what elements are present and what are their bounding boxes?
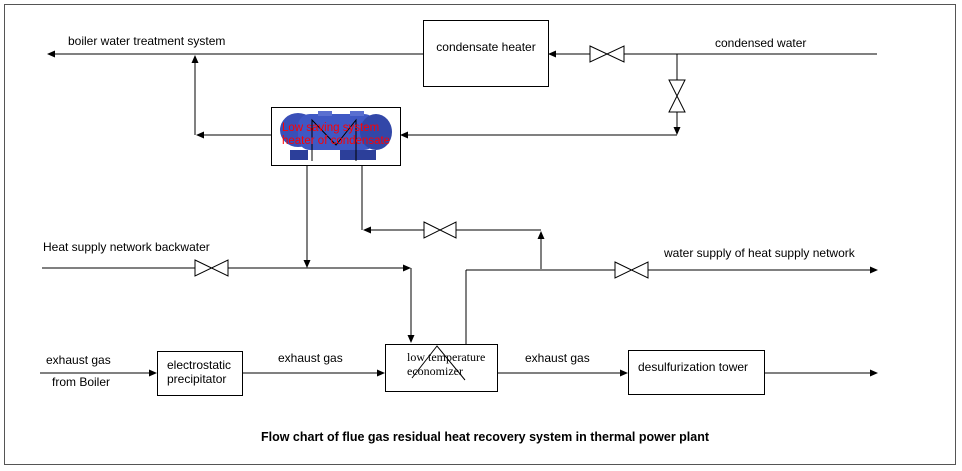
condensed-water-label: condensed water (715, 36, 806, 50)
exhaust-gas-label: exhaust gas (46, 353, 111, 367)
precipitator-label-line2: precipitator (167, 372, 226, 386)
valve-icon (614, 261, 649, 279)
economizer-coil (411, 345, 466, 381)
water-supply-label: water supply of heat supply network (663, 246, 856, 260)
from-boiler-label: from Boiler (52, 375, 110, 389)
low-saving-label-line2: heater of condensate (282, 135, 390, 147)
caption: Flow chart of flue gas residual heat rec… (261, 430, 710, 444)
condensate-heater-box (423, 20, 549, 87)
outer-border (4, 4, 956, 465)
exhaust-gas-label: exhaust gas (525, 351, 590, 365)
valve-icon (194, 259, 229, 277)
precipitator-label-line1: electrostatic (167, 358, 231, 372)
economizer-label-line1: low temperature (407, 350, 485, 364)
low-temperature-economizer-box (385, 344, 498, 392)
low-saving-label-line1: Low saving system (282, 122, 379, 134)
desulfurization-tower-box (628, 350, 765, 395)
valve-icon (668, 79, 686, 113)
economizer-label-line2: economizer (407, 364, 463, 378)
valve-icon (589, 45, 625, 63)
exhaust-gas-label: exhaust gas (278, 351, 343, 365)
condensate-heater-label: condensate heater (436, 40, 535, 54)
pump-image (280, 111, 392, 161)
desulfurization-label: desulfurization tower (638, 360, 748, 374)
backwater-label: Heat supply network backwater (43, 240, 210, 254)
boiler-water-label: boiler water treatment system (68, 34, 225, 48)
valve-icon (423, 221, 457, 239)
